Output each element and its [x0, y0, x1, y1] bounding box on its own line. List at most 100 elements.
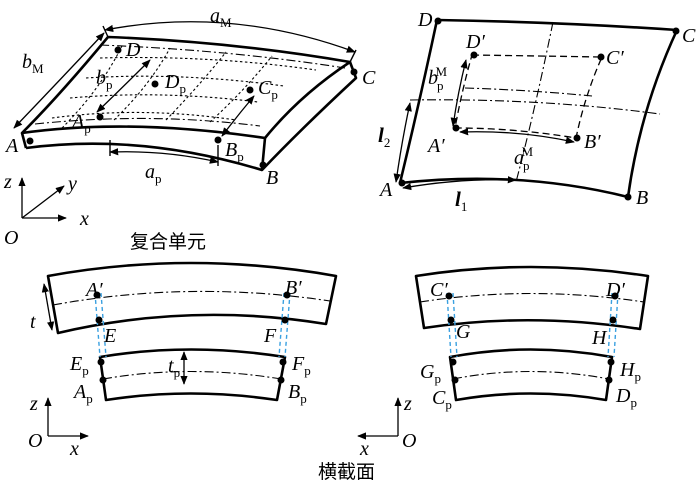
- point-Ap: [96, 113, 104, 121]
- upper-layer-left: [46, 261, 338, 335]
- aM-dimension-arrow: [104, 21, 356, 53]
- label-Ep: Ep: [69, 353, 89, 378]
- label-Aprime-sec: A′: [84, 279, 103, 301]
- front-bottom-edge: [25, 142, 263, 172]
- point-E: [95, 316, 103, 324]
- y-axis-arrow: [21, 185, 65, 219]
- point-B-shell: [624, 193, 632, 201]
- point-B: [259, 161, 267, 169]
- label-Ap-sec: Ap: [72, 381, 93, 406]
- label-G: G: [456, 321, 471, 343]
- caption-composite-unit: 复合单元: [130, 231, 206, 253]
- extension-line: [102, 25, 109, 38]
- bpM-dimension-arrow: [450, 59, 468, 127]
- point-Bprime-sec: [283, 291, 291, 299]
- axis-label-x: x: [79, 208, 89, 230]
- grid-line: [165, 51, 227, 121]
- lower-layer-right: [448, 348, 614, 402]
- l2-dimension-arrow: [393, 102, 412, 183]
- grid-line: [69, 94, 259, 103]
- label-Cp-sec: Cp: [432, 387, 452, 412]
- label-tp: tp: [168, 355, 180, 380]
- point-D: [114, 46, 122, 54]
- label-bpM: bpM: [428, 64, 448, 93]
- label-C: C: [362, 67, 376, 89]
- cross-section-left: t tp A′ E Ep Ap B′ F Fp Bp z O x: [28, 261, 338, 460]
- caption-cross-section: 横截面: [318, 461, 375, 483]
- label-D-shell: D: [417, 9, 433, 31]
- label-Fp: Fp: [291, 353, 311, 378]
- l1-dimension-arrow: [402, 176, 517, 191]
- point-Gp: [449, 358, 457, 366]
- point-Ep: [97, 358, 105, 366]
- axis-label-z: z: [403, 393, 412, 415]
- label-Cprime: C′: [606, 47, 624, 69]
- point-Dp-sec: [605, 376, 613, 384]
- point-Cp-sec: [451, 376, 459, 384]
- label-Bp-sec: Bp: [288, 381, 307, 406]
- label-C-shell: C: [682, 25, 696, 47]
- point-A: [26, 137, 34, 145]
- shell-outline: [398, 18, 679, 199]
- label-l1: l1: [455, 187, 467, 214]
- label-B-shell: B: [636, 187, 648, 209]
- point-Hp: [607, 358, 615, 366]
- center-line: [52, 290, 331, 306]
- label-ap: ap: [145, 161, 162, 186]
- point-A-shell: [398, 179, 406, 187]
- connector-line: [446, 292, 452, 358]
- axis-label-z: z: [3, 171, 12, 193]
- label-H: H: [591, 327, 608, 349]
- point-Ap-sec: [99, 376, 107, 384]
- label-B: B: [266, 167, 278, 189]
- connector-line: [94, 292, 101, 358]
- connector-line: [278, 292, 285, 358]
- label-Hp: Hp: [619, 359, 641, 384]
- point-Fp: [279, 358, 287, 366]
- grid-line: [209, 55, 273, 123]
- label-Bp: Bp: [225, 139, 244, 164]
- axis-label-x: x: [359, 438, 369, 460]
- point-D-shell: [434, 17, 442, 25]
- shell-element: D C B A D′ C′ B′ A′ bpM apM l2 l1: [378, 9, 696, 214]
- center-line: [515, 21, 554, 183]
- label-E: E: [103, 325, 116, 347]
- point-Aprime-sec: [93, 291, 101, 299]
- axis-label-z: z: [29, 393, 38, 415]
- connector-line: [613, 292, 619, 358]
- grid-line: [99, 56, 317, 71]
- point-Dp: [151, 80, 159, 88]
- label-F: F: [263, 325, 277, 347]
- connector-line: [100, 292, 107, 358]
- center-line: [34, 117, 261, 127]
- upper-layer-right: [414, 265, 650, 331]
- label-aM: aM: [210, 5, 232, 30]
- point-Bp-sec: [277, 376, 285, 384]
- label-A-shell: A: [378, 179, 393, 201]
- t-dimension-arrow: [41, 283, 55, 331]
- label-Dp-sec: Dp: [615, 385, 637, 410]
- point-Dprime-sec: [611, 292, 619, 300]
- left-thickness-edge: [20, 132, 28, 149]
- connector-line: [452, 292, 458, 358]
- label-A: A: [4, 135, 19, 157]
- center-line: [102, 370, 282, 380]
- composite-unit-3d: aM bM bp ap A B C D Ap Bp Cp Dp z y x O: [3, 5, 376, 249]
- label-Cprime-sec: C′: [430, 279, 448, 301]
- center-line: [452, 370, 610, 380]
- point-Bp: [214, 136, 222, 144]
- label-Bprime-sec: B′: [285, 277, 302, 299]
- grid-line: [61, 45, 123, 129]
- label-Dprime-sec: D′: [605, 279, 625, 301]
- bp-dimension-arrow: [96, 59, 151, 113]
- label-l2: l2: [378, 123, 390, 150]
- axis-label-O: O: [402, 430, 416, 452]
- axis-label-O: O: [4, 227, 18, 249]
- cross-section-right: C′ G Gp Cp D′ H Hp Dp z x O: [357, 265, 650, 460]
- ap-dimension-arrow: [109, 148, 219, 164]
- center-line: [464, 87, 593, 97]
- center-line: [99, 44, 346, 69]
- label-Aprime: A′: [426, 135, 445, 157]
- label-bM: bM: [22, 51, 44, 76]
